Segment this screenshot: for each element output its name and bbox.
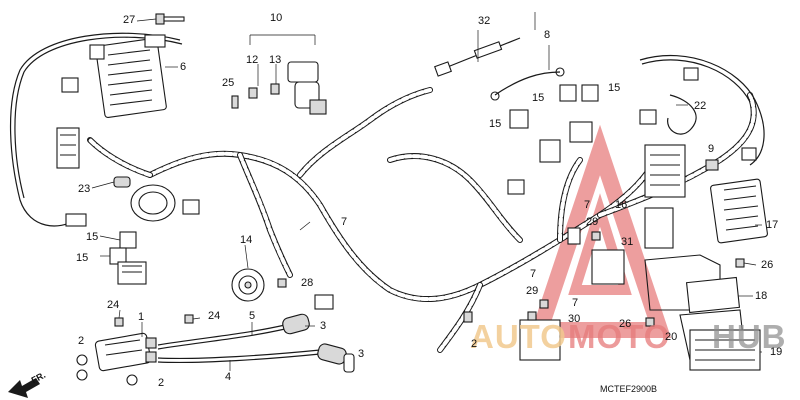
washer-2-lower <box>126 374 138 386</box>
ecu-17 <box>710 178 768 244</box>
relay-group-top <box>509 84 599 163</box>
callout-26-b: 26 <box>619 318 632 330</box>
connector-right-edge <box>741 147 757 161</box>
callout-16: 16 <box>615 199 628 211</box>
callout-27: 27 <box>123 14 136 26</box>
callout-8: 8 <box>544 29 551 41</box>
callout-3-a: 3 <box>320 320 327 332</box>
connector-22-area <box>639 109 657 125</box>
screw-28 <box>277 278 287 288</box>
callout-7-b: 7 <box>584 199 591 211</box>
callout-7-c: 7 <box>530 268 537 280</box>
bolt-lower-center <box>463 311 473 323</box>
washer-2-mid <box>76 369 88 381</box>
callout-15-b: 15 <box>608 82 621 94</box>
connector-center-bottom <box>314 294 334 310</box>
bracket-18 <box>644 254 741 314</box>
plug-cap-3-lower <box>317 343 355 373</box>
callout-26-a: 26 <box>761 259 774 271</box>
callout-24-a: 24 <box>107 299 120 311</box>
callout-2-c: 2 <box>158 377 165 389</box>
washer-2-upper <box>76 354 88 366</box>
fuse-box-16 <box>644 144 686 249</box>
callout-29-a: 29 <box>586 216 599 228</box>
relay-group-left <box>109 231 147 285</box>
callout-7-a: 7 <box>341 216 348 228</box>
callout-2-b: 2 <box>471 338 478 350</box>
callout-15-d: 15 <box>86 231 99 243</box>
main-wire-harness <box>87 87 757 353</box>
bolt-26-lower <box>645 317 655 327</box>
connector-left-top <box>61 77 79 93</box>
bracket-10-assembly <box>231 34 327 115</box>
callout-7-d: 7 <box>572 297 579 309</box>
callout-20: 20 <box>665 331 678 343</box>
callout-18: 18 <box>755 290 768 302</box>
callout-23: 23 <box>78 183 91 195</box>
callout-10: 10 <box>270 12 283 24</box>
callout-9: 9 <box>708 143 715 155</box>
callout-29-b: 29 <box>526 285 539 297</box>
connector-left-mid <box>65 213 87 227</box>
bolt-24-left <box>114 317 124 327</box>
callout-17: 17 <box>766 219 779 231</box>
watermark-text-part-a: AUTO <box>470 318 567 355</box>
plug-cap-3-upper <box>282 313 310 335</box>
bolt-26-right <box>735 258 745 268</box>
meter-cup <box>130 184 176 222</box>
connector-top-right <box>683 67 699 81</box>
left-loop-wire <box>9 32 181 227</box>
callout-14: 14 <box>240 234 253 246</box>
bolt-27 <box>155 13 185 25</box>
callout-15-a: 15 <box>532 92 545 104</box>
callout-6: 6 <box>180 61 187 73</box>
callout-1: 1 <box>138 311 145 323</box>
callout-19: 19 <box>770 346 783 358</box>
ignition-coil-1 <box>94 332 157 372</box>
wire-top-right <box>639 55 765 166</box>
clip-23 <box>113 176 131 188</box>
horn-14 <box>231 268 265 302</box>
sub-wire-8 <box>490 67 565 101</box>
relay-block-lower <box>519 299 561 361</box>
high-tension-wire-5 <box>157 324 286 346</box>
callout-25: 25 <box>222 77 235 89</box>
bolt-24-right <box>184 314 194 324</box>
callout-31: 31 <box>621 236 634 248</box>
callout-24-b: 24 <box>208 310 221 322</box>
connector-block-left <box>56 127 80 169</box>
watermark-text-part-b: MOTO <box>568 318 671 355</box>
callout-12: 12 <box>246 54 259 66</box>
callout-32: 32 <box>478 15 491 27</box>
callout-15-c: 15 <box>489 118 502 130</box>
callout-30: 30 <box>568 313 581 325</box>
callout-28: 28 <box>301 277 314 289</box>
junction-box-19 <box>689 329 761 371</box>
regulator-rectifier-6 <box>89 34 167 118</box>
callout-22: 22 <box>694 100 707 112</box>
connector-center-mid <box>507 179 525 195</box>
callout-4: 4 <box>225 371 232 383</box>
high-tension-wire-4 <box>157 349 321 360</box>
fuse-9 <box>705 159 719 171</box>
wire-22 <box>667 94 697 135</box>
connector-center-left <box>182 199 200 215</box>
callout-15-e: 15 <box>76 252 89 264</box>
bracket-31 <box>567 227 625 285</box>
watermark-text-part-c: HUB <box>712 318 787 355</box>
sub-wire-32 <box>434 37 521 77</box>
callout-2-a: 2 <box>78 335 85 347</box>
leader-lines <box>91 12 762 371</box>
callout-3-b: 3 <box>358 348 365 360</box>
front-direction-arrow <box>8 378 40 398</box>
callout-13: 13 <box>269 54 282 66</box>
callout-5: 5 <box>249 310 256 322</box>
diagram-code: MCTEF2900B <box>600 384 658 394</box>
